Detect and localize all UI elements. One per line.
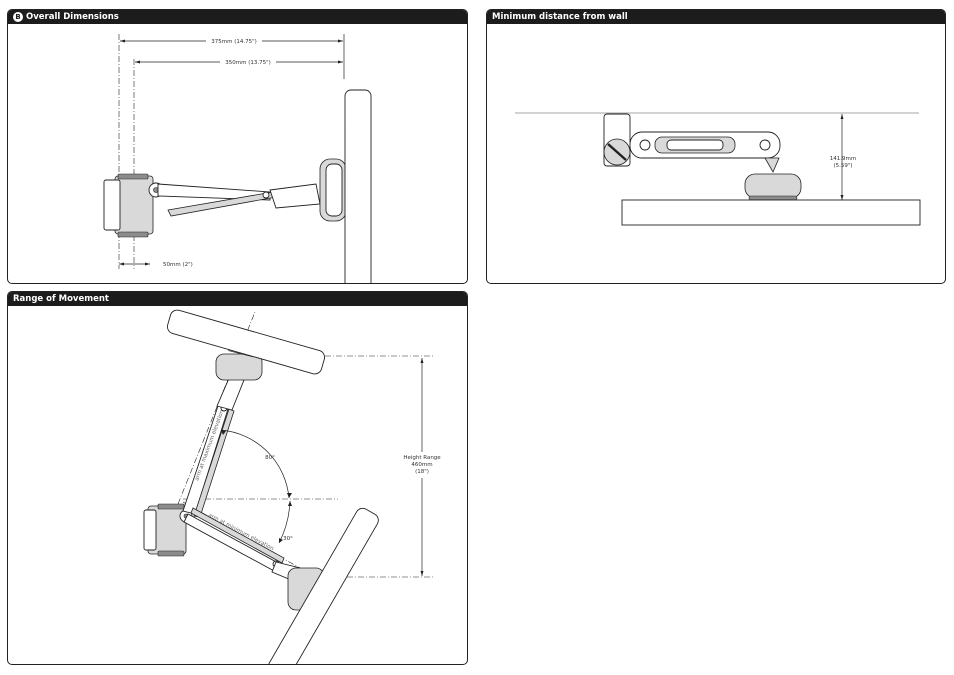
monitor-profile <box>621 199 921 226</box>
vesa-head <box>319 158 347 222</box>
angle-min-arc: 30° <box>278 500 293 544</box>
dimension-arm: 350mm (13.75") <box>135 58 343 66</box>
wall-distance-panel: Minimum distance from wall 141.9mm (5.59… <box>486 9 946 284</box>
range-of-movement-title: Range of Movement <box>13 294 109 304</box>
monitor-min <box>267 507 379 664</box>
height-range-line3: (18") <box>415 469 429 475</box>
dimension-height-range: Height Range 460mm (18") <box>398 358 446 576</box>
dimension-wall-distance: 141.9mm (5.59") <box>830 114 856 200</box>
height-range-line2: 460mm <box>411 462 432 468</box>
section-badge: B <box>13 12 23 22</box>
dimension-base: 50mm (2") <box>119 262 193 268</box>
overall-dimensions-header: B Overall Dimensions <box>8 10 467 24</box>
overall-dimensions-drawing: 375mm (14.75") 350mm (13.75") 50mm (2") <box>103 34 372 283</box>
wall-distance-drawing: 141.9mm (5.59") <box>515 112 921 226</box>
arm-min-elevation: arm at minimum elevation <box>183 507 325 611</box>
range-of-movement-drawing: arm at maximum elevation arm at minimum … <box>143 309 446 664</box>
monitor-arm <box>148 182 321 217</box>
range-of-movement-panel: Range of Movement arm at maximum elevati… <box>7 291 468 665</box>
dimension-wall-line2: (5.59") <box>833 163 852 169</box>
angle-min-label: 30° <box>283 536 293 542</box>
monitor-max <box>166 309 326 375</box>
dimension-overall: 375mm (14.75") <box>120 37 343 45</box>
wall-distance-title: Minimum distance from wall <box>492 12 628 22</box>
range-of-movement-header: Range of Movement <box>8 292 467 306</box>
dimension-wall-line1: 141.9mm <box>830 156 856 162</box>
angle-max-label: 80° <box>265 455 275 461</box>
dimension-arm-label: 350mm (13.75") <box>225 60 271 66</box>
folded-monitor-arm <box>603 113 802 201</box>
arm-max-elevation: arm at maximum elevation <box>182 344 263 518</box>
max-arm-axis <box>177 311 256 505</box>
dimension-overall-label: 375mm (14.75") <box>211 39 257 45</box>
angle-max-arc: 80° <box>220 429 292 499</box>
wall-distance-header: Minimum distance from wall <box>487 10 945 24</box>
overall-dimensions-panel: B Overall Dimensions 375mm (14.75") 350m… <box>7 9 468 284</box>
wall-mount-base <box>103 173 154 238</box>
height-range-line1: Height Range <box>403 455 441 461</box>
overall-dimensions-title: Overall Dimensions <box>26 12 119 22</box>
dimension-base-label: 50mm (2") <box>163 262 193 268</box>
monitor-profile <box>344 89 372 283</box>
